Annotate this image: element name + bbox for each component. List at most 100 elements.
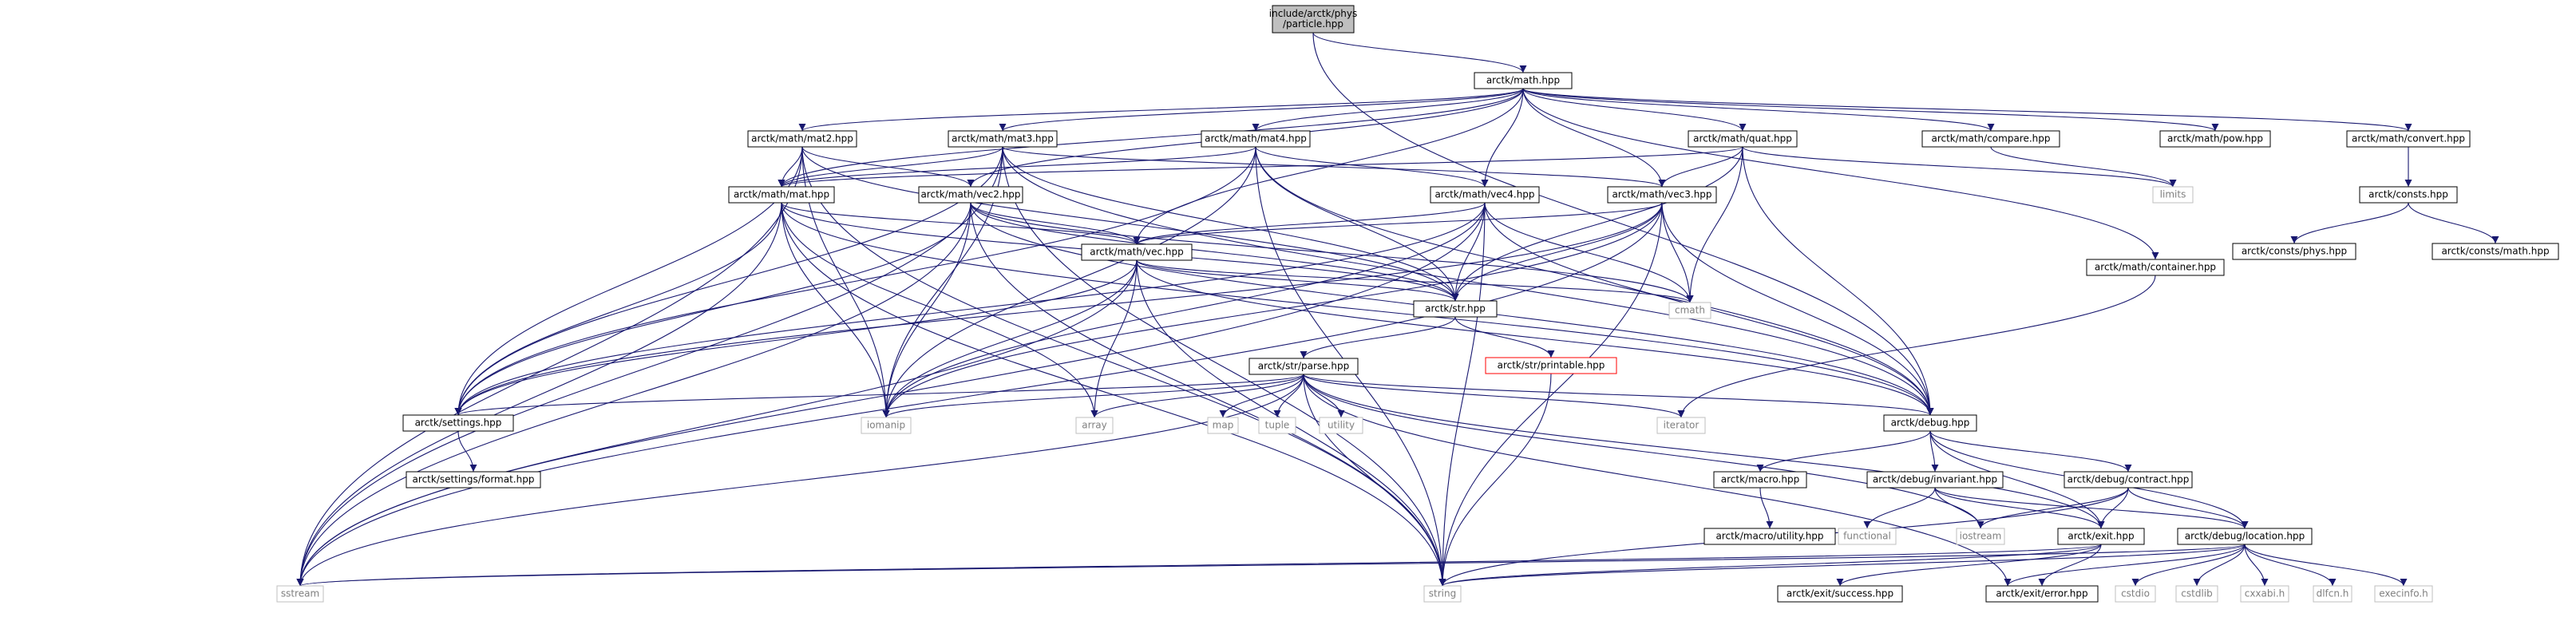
edge-math-to-mat2 <box>798 88 1524 132</box>
node-box-exiterror <box>1985 585 2099 603</box>
node-constsmath[interactable]: arctk/consts/math.hpp <box>2432 243 2559 260</box>
node-constsphys[interactable]: arctk/consts/phys.hpp <box>2232 243 2356 260</box>
edge-contract-to-exit <box>2097 487 2129 529</box>
edge-settings-to-format <box>457 430 477 473</box>
node-label-vec3: arctk/math/vec3.hpp <box>1612 189 1711 200</box>
node-label-debug: arctk/debug.hpp <box>1891 417 1970 429</box>
node-location[interactable]: arctk/debug/location.hpp <box>2177 528 2313 545</box>
node-label-constsmath: arctk/consts/math.hpp <box>2441 246 2549 257</box>
edge-math-to-mat4 <box>1252 88 1524 132</box>
node-label-convert: arctk/math/convert.hpp <box>2352 133 2465 144</box>
node-iomanip: iomanip <box>861 417 912 434</box>
edge-parse-to-debug <box>1303 374 1934 416</box>
node-cxxabi: cxxabi.h <box>2240 585 2289 603</box>
node-parse[interactable]: arctk/str/parse.hpp <box>1248 358 1359 375</box>
node-settings[interactable]: arctk/settings.hpp <box>402 414 514 432</box>
edge-mat-to-array <box>781 202 1098 418</box>
node-exiterror[interactable]: arctk/exit/error.hpp <box>1985 585 2099 603</box>
edge-parse-to-sstream <box>296 374 1304 587</box>
edge-vec4-to-iomanip <box>882 202 1486 418</box>
node-compare[interactable]: arctk/math/compare.hpp <box>1921 130 2060 148</box>
node-box-settings <box>402 414 514 432</box>
node-box-exitsuccess <box>1777 585 1903 603</box>
node-label-mat3: arctk/math/mat3.hpp <box>952 133 1054 144</box>
node-vec3[interactable]: arctk/math/vec3.hpp <box>1607 186 1717 204</box>
edge-mat-to-debug <box>781 202 1934 416</box>
node-dlfcn: dlfcn.h <box>2313 585 2352 603</box>
node-macroutil[interactable]: arctk/macro/utility.hpp <box>1703 528 1836 545</box>
node-consts[interactable]: arctk/consts.hpp <box>2359 186 2458 204</box>
edge-quat-to-cmath <box>1686 146 1743 303</box>
node-quat[interactable]: arctk/math/quat.hpp <box>1688 130 1798 148</box>
edge-mat4-to-settings <box>454 146 1256 416</box>
node-label-invariant: arctk/debug/invariant.hpp <box>1873 474 1997 485</box>
edge-vec-to-str <box>1136 259 1459 302</box>
edge-contract-to-location <box>2127 487 2249 529</box>
node-container[interactable]: arctk/math/container.hpp <box>2086 259 2225 276</box>
edge-debug-to-contract <box>1929 430 2132 473</box>
edge-vec3-to-iomanip <box>882 202 1663 418</box>
node-label-exiterror: arctk/exit/error.hpp <box>1996 588 2087 599</box>
node-macro[interactable]: arctk/macro.hpp <box>1713 471 1807 489</box>
node-mat3[interactable]: arctk/math/mat3.hpp <box>948 130 1058 148</box>
edge-quat-to-str <box>1451 146 1743 302</box>
node-invariant[interactable]: arctk/debug/invariant.hpp <box>1866 471 2004 489</box>
edge-location-to-sstream <box>297 544 2246 587</box>
node-label-mat2: arctk/math/mat2.hpp <box>751 133 853 144</box>
node-box-iterator <box>1656 417 1706 434</box>
edge-parse-to-iterator <box>1303 374 1685 418</box>
edge-location-to-cstdlib <box>2193 544 2246 587</box>
edge-vec4-to-vec <box>1133 202 1486 245</box>
edge-vec3-to-debug <box>1661 202 1934 416</box>
edge-vec3-to-vec <box>1133 202 1663 245</box>
node-box-string <box>1423 585 1462 603</box>
node-math[interactable]: arctk/math.hpp <box>1474 72 1573 89</box>
node-pow[interactable]: arctk/math/pow.hpp <box>2159 130 2271 148</box>
node-box-contract <box>2064 471 2193 489</box>
node-label-vec2: arctk/math/vec2.hpp <box>920 189 1020 200</box>
node-root[interactable]: include/arctk/phys/particle.hpp <box>1269 5 1357 34</box>
node-box-map <box>1207 417 1239 434</box>
node-box-cmath <box>1668 302 1711 319</box>
node-printable[interactable]: arctk/str/printable.hpp <box>1485 357 1617 374</box>
node-vec4[interactable]: arctk/math/vec4.hpp <box>1430 186 1540 204</box>
node-convert[interactable]: arctk/math/convert.hpp <box>2346 130 2471 148</box>
node-label-macro: arctk/macro.hpp <box>1721 474 1799 485</box>
edge-math-to-mat3 <box>999 88 1524 132</box>
node-debug[interactable]: arctk/debug.hpp <box>1883 414 1977 432</box>
node-str[interactable]: arctk/str.hpp <box>1413 300 1498 318</box>
node-box-str <box>1413 300 1498 318</box>
node-vec[interactable]: arctk/math/vec.hpp <box>1081 243 1193 261</box>
node-vec2[interactable]: arctk/math/vec2.hpp <box>918 186 1023 204</box>
edge-vec2-to-settings <box>454 202 971 416</box>
edge-exit-to-exitsuccess <box>1836 544 2102 587</box>
edge-math-to-container <box>1522 88 2159 260</box>
node-format[interactable]: arctk/settings/format.hpp <box>406 471 541 489</box>
node-sstream: sstream <box>276 585 324 603</box>
node-label-iterator: iterator <box>1664 420 1700 431</box>
node-exit[interactable]: arctk/exit.hpp <box>2057 528 2145 545</box>
node-contract[interactable]: arctk/debug/contract.hpp <box>2064 471 2193 489</box>
edge-str-to-printable <box>1454 316 1555 358</box>
node-mat2[interactable]: arctk/math/mat2.hpp <box>747 130 857 148</box>
node-mat[interactable]: arctk/math/mat.hpp <box>728 186 835 204</box>
node-label-root-line0: include/arctk/phys <box>1269 8 1357 19</box>
node-box-mat2 <box>747 130 857 148</box>
edge-mat2-to-vec2 <box>801 146 975 188</box>
edge-location-to-cstdio <box>2131 544 2246 587</box>
edge-debug-to-exit <box>1929 430 2105 529</box>
node-box-iostream <box>1956 528 2005 545</box>
edge-consts-to-constsmath <box>2408 202 2499 244</box>
node-mat4[interactable]: arctk/math/mat4.hpp <box>1201 130 1311 148</box>
node-box-macro <box>1713 471 1807 489</box>
node-exitsuccess[interactable]: arctk/exit/success.hpp <box>1777 585 1903 603</box>
edge-vec-to-settings <box>454 259 1138 416</box>
node-label-cstdlib: cstdlib <box>2181 588 2212 599</box>
edge-invariant-to-location <box>1934 487 2249 529</box>
node-box-vec4 <box>1430 186 1540 204</box>
edge-vec2-to-sstream <box>296 202 971 587</box>
edge-mat3-to-debug <box>1002 146 1934 416</box>
node-box-vec2 <box>918 186 1023 204</box>
edge-math-to-convert <box>1522 88 2412 132</box>
edges <box>296 32 2499 587</box>
